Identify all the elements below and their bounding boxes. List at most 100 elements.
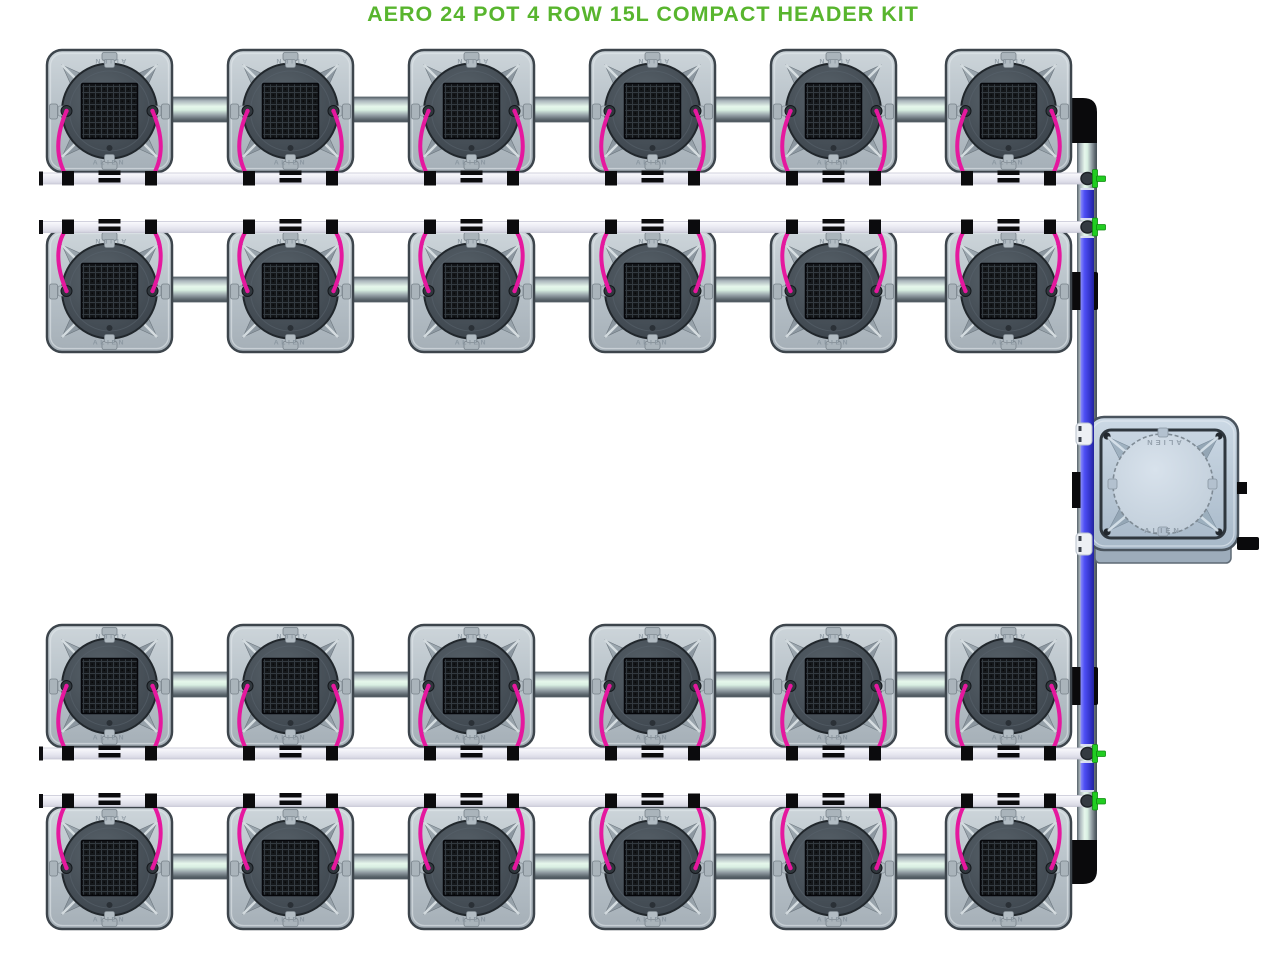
brand-label: ALIEN (274, 57, 307, 64)
tube-fitting (62, 793, 74, 808)
feed-line-row-2 (40, 221, 1095, 233)
lid-tab (1003, 239, 1014, 248)
brand-label: ALIEN (274, 917, 307, 924)
brand-label: ALIEN (992, 735, 1025, 742)
tube-fitting (507, 171, 519, 186)
tube-fitting (961, 171, 973, 186)
valve-tee (1092, 217, 1106, 237)
brand-label: ALIEN (455, 340, 488, 347)
tube-fitting (145, 219, 157, 234)
pot-edge-tab (411, 103, 420, 120)
tank-lid-tab (1157, 526, 1169, 537)
pot-edge-tab (773, 103, 782, 120)
pot-mesh-lid (442, 262, 501, 320)
tube-fitting (1044, 171, 1056, 186)
pressure-line (1080, 188, 1094, 220)
tube-fitting (326, 171, 338, 186)
pot-row-3: ALIENALIENALIENALIENALIENALIENALIENALIEN… (39, 623, 1095, 761)
brand-label: ALIEN (636, 340, 669, 347)
lid-tab (1003, 59, 1014, 68)
pot-edge-tab (773, 283, 782, 300)
drain-dot (287, 720, 294, 726)
pipe-clamp (641, 178, 664, 183)
tube-fitting (424, 793, 436, 808)
brand-label: ALIEN (93, 632, 126, 639)
brand-label: ALIEN (817, 632, 850, 639)
pipe-clamp (279, 219, 302, 224)
pot-mesh-lid (804, 262, 863, 320)
pot-edge-tab (885, 860, 894, 877)
pot-edge-tab (704, 860, 713, 877)
pot-link-pipe (893, 96, 949, 123)
brand-label: ALIEN (636, 735, 669, 742)
pot-mesh-lid (804, 657, 863, 715)
lid-tab (466, 634, 477, 643)
brand-label: ALIEN (817, 160, 850, 167)
lid-tab (104, 729, 115, 738)
brand-label: ALIEN (817, 814, 850, 821)
pipe-clamp (98, 170, 121, 175)
tube-fitting (62, 171, 74, 186)
tube-fitting (243, 171, 255, 186)
pipe-end-cap (1080, 171, 1095, 186)
drain-dot (830, 145, 837, 151)
tube-fitting (243, 746, 255, 761)
tube-fitting (961, 793, 973, 808)
pipe-clamp (822, 753, 845, 758)
lid-tab (466, 911, 477, 920)
pipe-clamp (641, 753, 664, 758)
pot-mesh-lid (804, 82, 863, 140)
pot-edge-tab (773, 678, 782, 695)
pot-link-pipe (169, 853, 231, 880)
valve-tee (1092, 744, 1106, 763)
lid-tab (466, 59, 477, 68)
pot-edge-tab (230, 283, 239, 300)
pipe-clamp (460, 170, 483, 175)
pipe-clamp (98, 226, 121, 231)
pipe-clamp (98, 178, 121, 183)
pipe-end-cap (1080, 220, 1095, 234)
pot-edge-tab (161, 283, 170, 300)
pot-edge-tab (161, 678, 170, 695)
elbow-fitting-bottom (1066, 840, 1097, 884)
pot-edge-tab (592, 860, 601, 877)
tank-lid-tab (1107, 478, 1118, 490)
pot-link-pipe (169, 276, 231, 303)
drain-dot (106, 325, 113, 331)
lid-tab (647, 911, 658, 920)
pot-link-pipe (712, 96, 774, 123)
pipe-clamp (460, 753, 483, 758)
tube-fitting (786, 746, 798, 761)
brand-label: ALIEN (992, 814, 1025, 821)
brand-label: ALIEN (93, 160, 126, 167)
tube-fitting (1044, 793, 1056, 808)
lid-tab (466, 154, 477, 163)
pressure-line (1080, 236, 1094, 746)
lid-tab (285, 634, 296, 643)
lid-tab (828, 729, 839, 738)
lid-tab (647, 154, 658, 163)
brand-label: ALIEN (817, 735, 850, 742)
pot-mesh-lid (623, 82, 682, 140)
tube-fitting (326, 746, 338, 761)
brand-label: ALIEN (636, 57, 669, 64)
pipe-clamp (822, 178, 845, 183)
pipe-clamp (98, 793, 121, 798)
aero-pot: ALIEN ALIEN (769, 623, 898, 749)
pot-edge-tab (342, 678, 351, 695)
lid-tab (828, 634, 839, 643)
lid-tab (647, 816, 658, 825)
pipe-clamp (641, 226, 664, 231)
pipe-clamp (997, 226, 1020, 231)
pipe-clamp (98, 745, 121, 750)
pipe-clamp (279, 753, 302, 758)
brand-label: ALIEN (1144, 438, 1182, 447)
brand-label: ALIEN (455, 917, 488, 924)
tube-fitting (688, 793, 700, 808)
drain-dot (649, 325, 656, 331)
